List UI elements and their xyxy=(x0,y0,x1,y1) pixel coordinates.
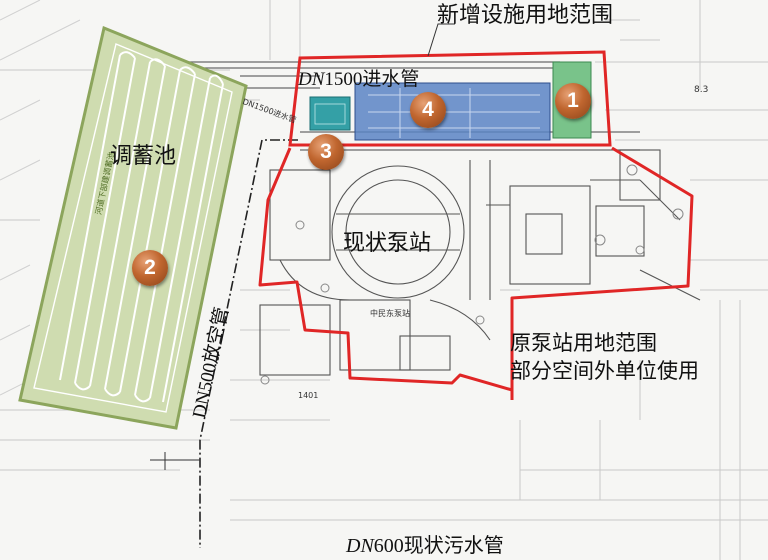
tree-symbols xyxy=(260,164,684,385)
original-land-label-line1: 原泵站用地范围 xyxy=(510,331,657,355)
inlet-pipe-label: DN1500进水管 xyxy=(298,70,419,89)
marker-1: 1 xyxy=(555,83,591,119)
elevation-text: 1401 xyxy=(298,391,319,400)
drain-pipe-line xyxy=(199,139,298,548)
drain-pipe-crossing xyxy=(150,452,200,470)
building-text: 8.3 xyxy=(694,85,709,95)
existing-pump-station-label: 现状泵站 xyxy=(343,230,432,255)
sewer-pipe-prefix: DN xyxy=(346,535,374,557)
marker-2: 2 xyxy=(132,250,168,286)
new-land-leader xyxy=(427,23,455,57)
sewer-pipe-label: DN600现状污水管 xyxy=(346,536,504,556)
storage-tank-label: 调蓄池 xyxy=(110,143,177,168)
new-land-boundary-label: 新增设施用地范围 xyxy=(437,2,614,27)
inlet-pipe-rest: 1500进水管 xyxy=(324,69,420,90)
sewer-pipe-rest: 600现状污水管 xyxy=(373,535,504,557)
marker-3: 3 xyxy=(308,134,344,170)
marker-4: 4 xyxy=(410,92,446,128)
pump-room-text: 中民东泵站 xyxy=(370,309,410,318)
left-hatching xyxy=(0,0,81,396)
original-land-boundary-outline xyxy=(258,146,694,392)
original-land-label-line2: 部分空间外单位使用 xyxy=(510,359,699,383)
pump-station-linework xyxy=(259,149,701,376)
storage-tank-graphic xyxy=(18,25,248,430)
inlet-pipe-prefix: DN xyxy=(298,69,325,90)
